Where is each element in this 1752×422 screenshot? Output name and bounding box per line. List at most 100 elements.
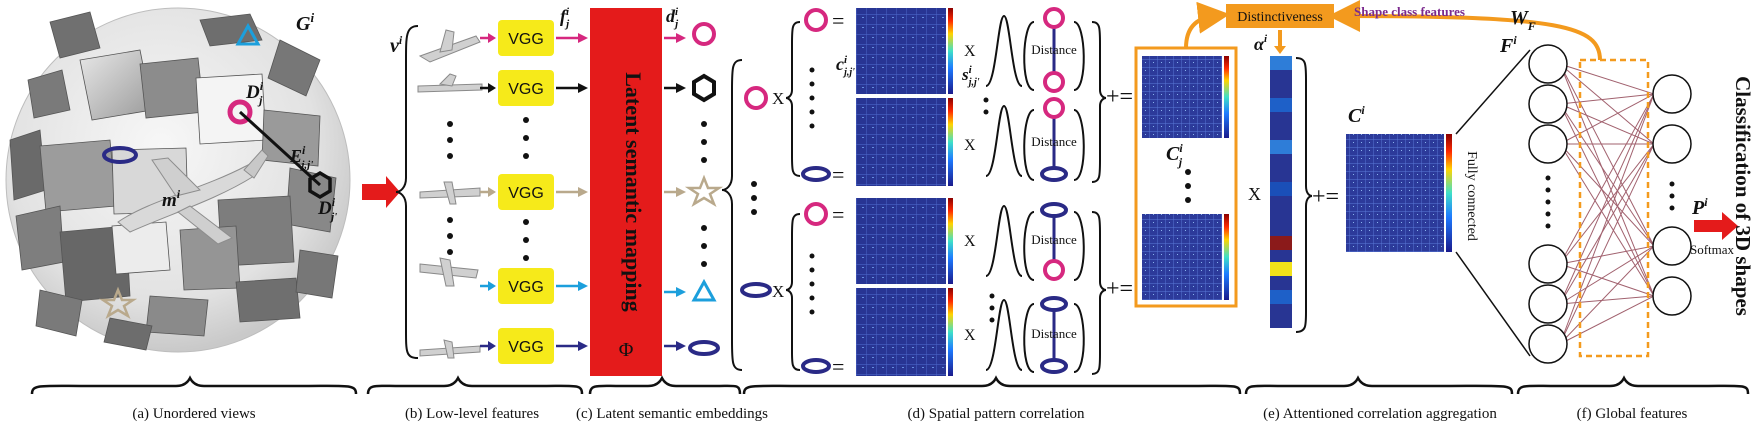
aggregation-plus-eq: += bbox=[1312, 184, 1339, 210]
svg-text:fij: fij bbox=[560, 6, 570, 30]
label-F-sup: i bbox=[1513, 33, 1517, 47]
label-Cj: C bbox=[1166, 143, 1180, 165]
views-ellipsis bbox=[447, 121, 453, 255]
label-v: v bbox=[390, 35, 400, 57]
low-level-features-panel: vi bbox=[390, 6, 588, 364]
attention-vector bbox=[1270, 56, 1292, 328]
caption-e: (e) Attentioned correlation aggregation bbox=[1263, 406, 1497, 422]
caption-d: (d) Spatial pattern correlation bbox=[907, 406, 1085, 422]
label-G-sup: i bbox=[310, 10, 314, 25]
aggregated-heatmap bbox=[1346, 134, 1444, 252]
vgg-to-latent-arrows bbox=[556, 33, 588, 351]
svg-text:Dij': Di j' bbox=[317, 195, 337, 223]
label-D2: D bbox=[317, 198, 332, 219]
label-alpha-sup: i bbox=[1264, 33, 1268, 45]
label-D2-sup: i bbox=[332, 195, 336, 209]
query-ellipse-icon bbox=[740, 282, 772, 298]
label-m: m bbox=[162, 190, 177, 211]
embedding-triangle-icon bbox=[691, 278, 717, 302]
plus-eq-label-1: += bbox=[1106, 84, 1133, 110]
embedding-ellipse-icon bbox=[688, 340, 720, 356]
gaussian-kernels bbox=[985, 14, 1023, 371]
x-label-4: X bbox=[964, 137, 976, 154]
svg-text:Fi: Fi bbox=[1499, 33, 1517, 57]
fan-line-bottom bbox=[1455, 251, 1531, 357]
attention-aggregation-panel: Distinctiveness αi Shape class features … bbox=[1184, 0, 1602, 333]
plus-eq-label-2: += bbox=[1106, 276, 1133, 302]
fc-connections bbox=[1559, 63, 1655, 345]
x-label-3: X bbox=[964, 43, 976, 60]
section-captions bbox=[30, 375, 1750, 395]
embedding-circle-icon bbox=[692, 22, 716, 46]
input-neuron-ellipsis bbox=[1545, 175, 1551, 229]
distance-label-4: Distance bbox=[1031, 326, 1077, 341]
embedding-hexagon-icon bbox=[692, 73, 716, 103]
caption-b: (b) Low-level features bbox=[405, 406, 539, 422]
cj-heatmap-1-colorbar bbox=[1224, 56, 1229, 138]
outer-ellipsis bbox=[751, 181, 757, 215]
ellipse-descriptor-icon bbox=[102, 146, 138, 164]
label-D2-sub: j' bbox=[329, 211, 337, 223]
fully-connected-label: Fully connected bbox=[1464, 151, 1479, 241]
latent-mapping-block bbox=[590, 8, 662, 376]
caption-f: (f) Global features bbox=[1577, 406, 1688, 422]
distinctiveness-to-alpha-arrowhead bbox=[1274, 46, 1286, 54]
svg-text:sij,j': sij,j' bbox=[961, 64, 980, 88]
label-W: W bbox=[1510, 7, 1529, 29]
bottom-group-circle-icon bbox=[804, 202, 828, 226]
caption-c: (c) Latent semantic embeddings bbox=[576, 406, 768, 422]
heatmap-1-colorbar bbox=[948, 8, 953, 94]
views-brace bbox=[395, 25, 419, 359]
alpha-x-label: X bbox=[1248, 184, 1261, 204]
vgg-box-4 bbox=[498, 268, 554, 304]
aggregated-heatmap-colorbar bbox=[1446, 134, 1452, 252]
bottom-group-ellipse-icon bbox=[801, 358, 831, 374]
edge-line bbox=[238, 110, 322, 187]
label-f: f bbox=[560, 6, 568, 26]
label-d: d bbox=[666, 6, 676, 26]
hexagon-descriptor-icon bbox=[308, 170, 332, 200]
classification-title: Classification of 3D shapes bbox=[1731, 76, 1752, 316]
svg-text:Ci: Ci bbox=[1348, 103, 1365, 127]
vgg-label-4: VGG bbox=[508, 279, 544, 296]
label-G: G bbox=[296, 13, 311, 35]
label-W-sub: F bbox=[1527, 19, 1536, 33]
svg-text:Pi: Pi bbox=[1691, 195, 1708, 219]
latent-phi: Φ bbox=[619, 339, 634, 361]
fc-dashed-box bbox=[1578, 58, 1650, 358]
heatmap-3 bbox=[856, 198, 946, 284]
bottom-group-ellipsis bbox=[809, 253, 815, 315]
output-neuron-ellipsis bbox=[1669, 181, 1675, 211]
vgg-blocks: VGG VGG VGG VGG VGG bbox=[498, 20, 554, 364]
correlation-heatmaps bbox=[856, 8, 953, 376]
distance-label-2: Distance bbox=[1031, 134, 1077, 149]
vgg-box-2 bbox=[498, 70, 554, 106]
label-D-sub: j bbox=[257, 93, 263, 107]
vgg-label-3: VGG bbox=[508, 185, 544, 202]
label-D-sup: i bbox=[260, 79, 264, 93]
svg-text:Gi: Gi bbox=[296, 10, 314, 35]
distance-brace-bottom bbox=[1091, 211, 1107, 375]
shape-class-label: Shape class features bbox=[1354, 4, 1465, 19]
label-C-sup: i bbox=[1361, 103, 1365, 117]
cj-ellipsis bbox=[1185, 169, 1191, 203]
vgg-label-1: VGG bbox=[508, 31, 544, 48]
heatmap-4-colorbar bbox=[948, 288, 953, 376]
distance-brace-top bbox=[1091, 21, 1107, 183]
heatmap-1 bbox=[856, 8, 946, 94]
vgg-label-5: VGG bbox=[508, 339, 544, 356]
eq-label-1: = bbox=[832, 8, 844, 33]
label-F: F bbox=[1499, 35, 1514, 57]
svg-text:Eij,j': Eij,j' bbox=[289, 143, 313, 171]
distance-label-3: Distance bbox=[1031, 232, 1077, 247]
cj-heatmap-2 bbox=[1142, 214, 1222, 300]
aggregation-brace bbox=[1295, 57, 1313, 333]
label-s-sup: i bbox=[969, 64, 973, 76]
distinctiveness-label: Distinctiveness bbox=[1237, 10, 1323, 25]
star-descriptor-icon bbox=[98, 286, 138, 319]
fan-line-top bbox=[1455, 49, 1531, 135]
